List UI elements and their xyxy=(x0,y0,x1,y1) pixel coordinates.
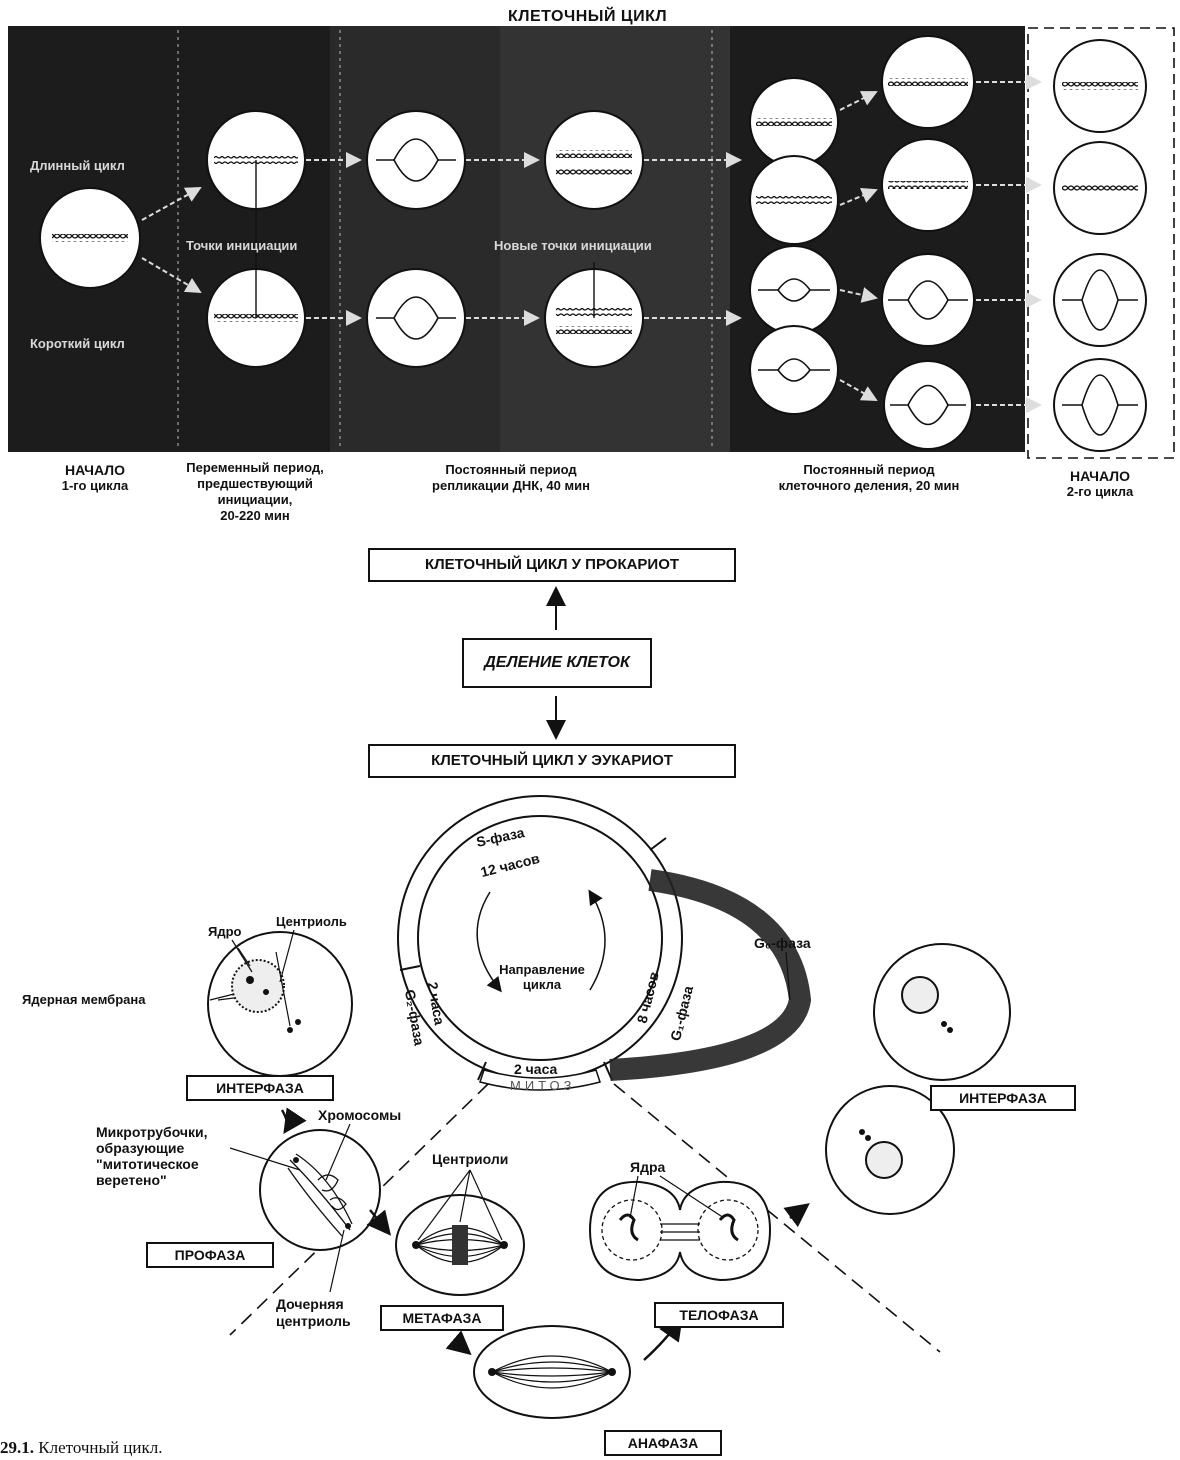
caption-replication-line1: Постоянный период xyxy=(445,462,577,477)
nucleus-label: Ядро xyxy=(208,924,242,939)
period-dividers xyxy=(177,30,713,450)
caption-start-2-line2: 2-го цикла xyxy=(1066,484,1134,499)
caption-replication-line2: репликации ДНК, 40 мин xyxy=(432,478,590,493)
interphase-left-box: ИНТЕРФАЗА xyxy=(186,1075,334,1101)
panel-title: КЛЕТОЧНЫЙ ЦИКЛ xyxy=(508,8,668,25)
cycle-direction-line1: Направление xyxy=(499,962,585,977)
telophase-box: ТЕЛОФАЗА xyxy=(654,1302,784,1328)
caption-division-period: Постоянный период клеточного деления, 20… xyxy=(744,462,994,494)
cell-division-box: ДЕЛЕНИЕ КЛЕТОК xyxy=(462,638,652,688)
nuclear-membrane-label: Ядерная мембрана xyxy=(22,992,146,1007)
caption-variable-line2: предшествующий xyxy=(197,476,313,491)
short-cycle-label: Короткий цикл xyxy=(30,336,125,351)
caption-start-1: НАЧАЛО 1-го цикла xyxy=(40,462,150,494)
long-cycle-label: Длинный цикл xyxy=(30,158,125,173)
interphase-cell-left xyxy=(207,931,353,1077)
caption-variable-period: Переменный период, предшествующий инициа… xyxy=(150,460,360,524)
caption-start-2-line1: НАЧАЛО xyxy=(1070,468,1130,484)
prokaryote-cycle-box: КЛЕТОЧНЫЙ ЦИКЛ У ПРОКАРИОТ xyxy=(368,548,736,582)
caption-variable-line3: инициации, xyxy=(217,492,293,507)
microtubules-label: Микротрубочки, образующие "митотическое … xyxy=(96,1124,208,1188)
daughter-centriole-label: Дочерняя центриоль xyxy=(276,1296,351,1330)
figure-number: 29.1. xyxy=(0,1438,34,1457)
microtubules-line1: Микротрубочки, xyxy=(96,1124,208,1140)
caption-start-1-line1: НАЧАЛО xyxy=(65,462,125,478)
daughter-centriole-line1: Дочерняя xyxy=(276,1296,344,1312)
progression-arrows xyxy=(141,74,1042,413)
cycle-direction-label: Направление цикла xyxy=(492,962,592,992)
second-cycle-box xyxy=(1027,27,1175,459)
mitosis-hours: 2 часа xyxy=(514,1061,558,1077)
g0-loop xyxy=(609,869,812,1081)
caption-start-1-line2: 1-го цикла xyxy=(61,478,129,493)
microtubules-line3: "митотическое xyxy=(96,1156,199,1172)
caption-start-2: НАЧАЛО 2-го цикла xyxy=(1040,468,1160,500)
cycle-direction-line2: цикла xyxy=(522,977,562,992)
caption-variable-line1: Переменный период, xyxy=(186,460,324,475)
cycle-ring-inner xyxy=(417,815,663,1061)
centrioles-label: Центриоли xyxy=(432,1151,509,1167)
caption-division-line1: Постоянный период xyxy=(803,462,935,477)
eukaryote-cycle-box: КЛЕТОЧНЫЙ ЦИКЛ У ЭУКАРИОТ xyxy=(368,744,736,778)
g0-phase-label: G₀-фаза xyxy=(754,935,811,951)
caption-replication-period: Постоянный период репликации ДНК, 40 мин xyxy=(396,462,626,494)
prophase-box: ПРОФАЗА xyxy=(146,1242,274,1268)
mitosis-label: МИТОЗ xyxy=(510,1078,576,1093)
new-init-points-label: Новые точки инициации xyxy=(494,238,652,253)
replication-bubbles xyxy=(376,138,1138,436)
telophase-cell xyxy=(588,1180,772,1282)
interphase-right-box: ИНТЕРФАЗА xyxy=(930,1085,1076,1111)
caption-division-line2: клеточного деления, 20 мин xyxy=(778,478,960,493)
chromosomes-label: Хромосомы xyxy=(318,1107,402,1123)
anaphase-box: АНАФАЗА xyxy=(604,1430,722,1456)
figure-caption-text: Клеточный цикл. xyxy=(38,1438,163,1457)
caption-variable-line4: 20-220 мин xyxy=(220,508,290,523)
prophase-cell xyxy=(259,1129,381,1251)
prokaryote-cycle-diagram xyxy=(8,26,1175,459)
nuclei-label: Ядра xyxy=(630,1159,666,1175)
eukaryote-cycle-diagram xyxy=(207,795,1011,1419)
centriole-label: Центриоль xyxy=(276,914,347,929)
microtubules-line4: веретено" xyxy=(96,1172,167,1188)
interphase-cell-right-top xyxy=(873,943,1011,1081)
anaphase-cell xyxy=(473,1325,631,1419)
init-points-label: Точки инициации xyxy=(186,238,298,253)
microtubules-line2: образующие xyxy=(96,1140,185,1156)
figure-caption: 29.1. Клеточный цикл. xyxy=(0,1438,163,1458)
cycle-ring-outer xyxy=(397,795,683,1081)
metaphase-box: МЕТАФАЗА xyxy=(380,1305,504,1331)
flow-arrows xyxy=(546,586,566,740)
daughter-centriole-line2: центриоль xyxy=(276,1313,351,1329)
